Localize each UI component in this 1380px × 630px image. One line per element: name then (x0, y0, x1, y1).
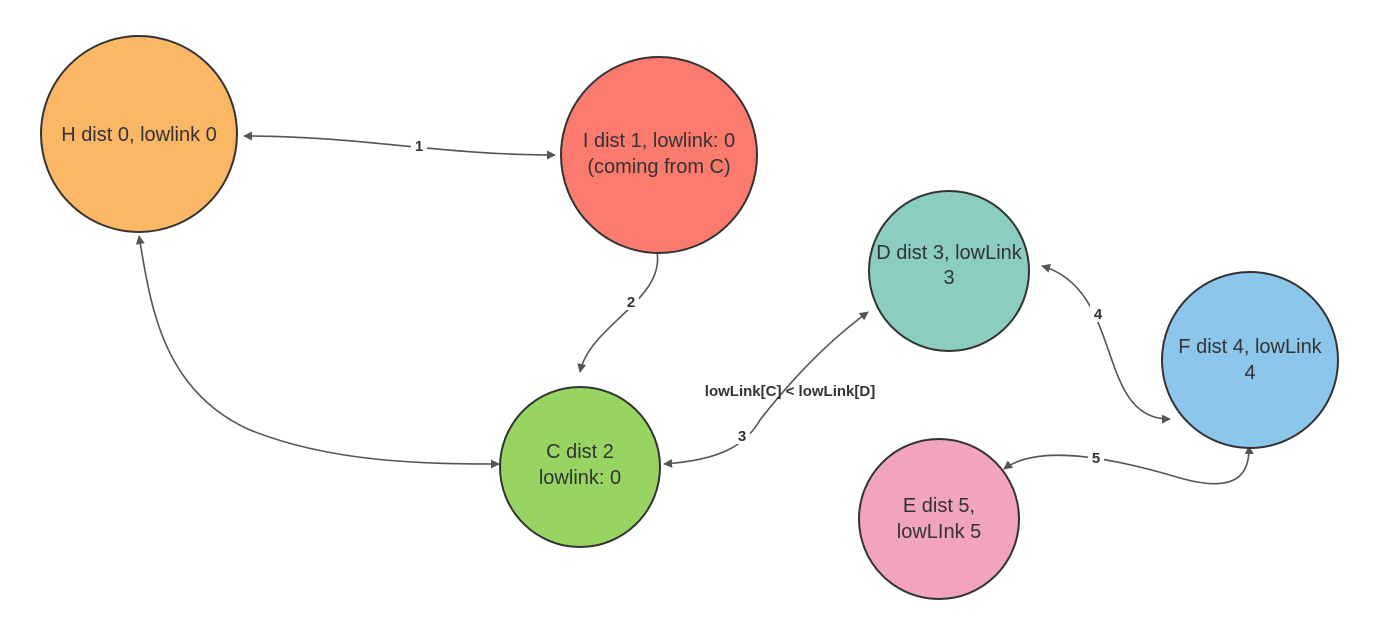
edge-d-f (1041, 263, 1171, 424)
node-d-label-line2: 3 (943, 267, 954, 289)
edge-label-5: 5 (1092, 450, 1100, 467)
node-e-label-line2: lowLInk 5 (897, 521, 982, 543)
node-c-circle (499, 386, 661, 548)
node-e-label-line1: E dist 5, (903, 495, 975, 517)
node-f: F dist 4, lowLink 4 (1161, 271, 1339, 449)
node-h-circle (40, 35, 238, 233)
lowlink-comparison-annotation: lowLink[C] < lowLink[D] (705, 383, 875, 400)
edge-label-2: 2 (627, 294, 635, 311)
node-c: C dist 2 lowlink: 0 (499, 386, 661, 548)
edge-label-3: 3 (738, 428, 746, 445)
edge-h-i (243, 131, 556, 160)
node-f-circle (1161, 271, 1339, 449)
edge-c-d (663, 311, 869, 468)
node-i-circle (560, 56, 758, 254)
node-d-label-line1: D dist 3, lowLink (876, 242, 1023, 264)
node-i: I dist 1, lowlink: 0 (coming from C) (560, 56, 758, 254)
edge-label-1: 1 (415, 138, 423, 155)
edges (135, 131, 1254, 485)
edge-f-e (1003, 445, 1254, 485)
node-h: H dist 0, lowlink 0 (40, 35, 238, 233)
node-i-label-line1: I dist 1, lowlink: 0 (583, 130, 735, 152)
node-e-circle (858, 438, 1020, 600)
edge-i-c (577, 251, 659, 373)
node-c-label-line1: C dist 2 (546, 441, 614, 463)
node-i-label-line2: (coming from C) (587, 156, 730, 178)
node-f-label-line2: 4 (1244, 362, 1255, 384)
node-c-label-line2: lowlink: 0 (539, 467, 621, 489)
node-d-circle (868, 190, 1030, 352)
edge-labels: 1 2 3 4 5 (411, 137, 1106, 467)
node-f-label-line1: F dist 4, lowLink (1178, 336, 1322, 358)
node-d: D dist 3, lowLink 3 (868, 190, 1030, 352)
edge-h-c (135, 235, 500, 469)
edge-label-4: 4 (1094, 306, 1103, 323)
node-e: E dist 5, lowLInk 5 (858, 438, 1020, 600)
node-h-label: H dist 0, lowlink 0 (61, 124, 217, 146)
